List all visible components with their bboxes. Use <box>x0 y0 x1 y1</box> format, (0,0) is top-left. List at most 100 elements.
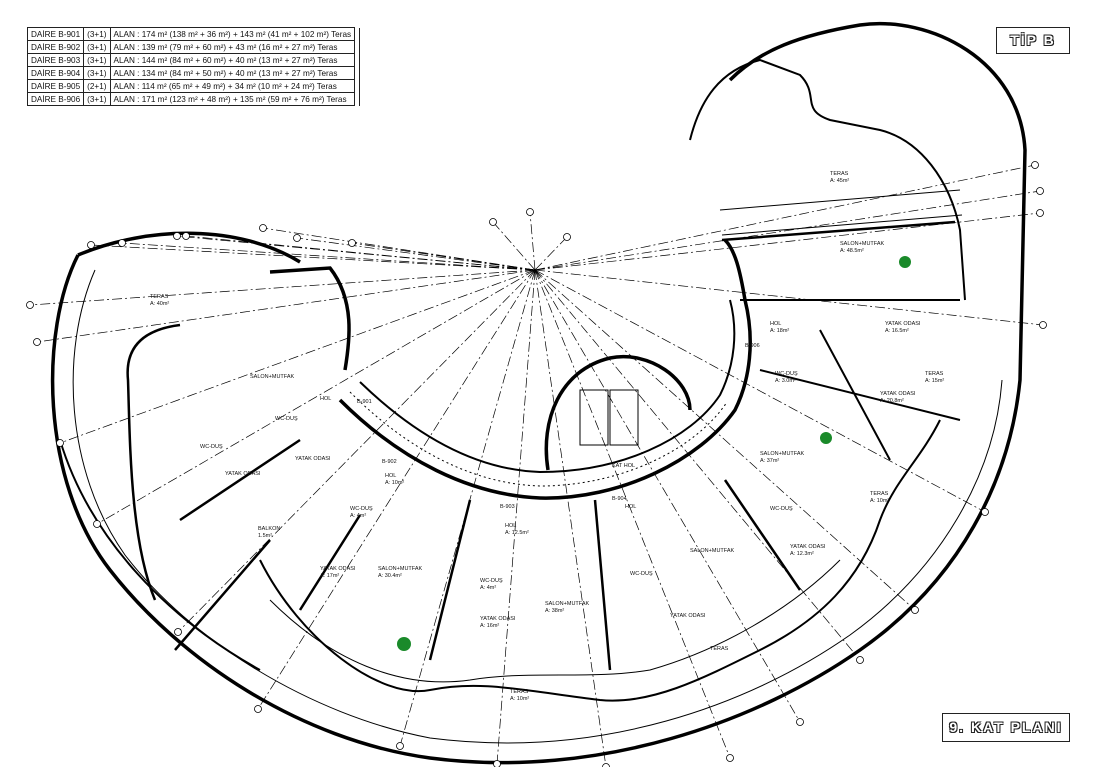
table-row: DAİRE B-906(3+1)ALAN : 171 m² (123 m² + … <box>26 92 361 106</box>
grid-axis <box>534 269 607 767</box>
room-label: WC-DUŞ <box>770 506 793 512</box>
type-cell: (2+1) <box>83 79 111 93</box>
grid-axis <box>534 164 1036 271</box>
grid-bubble <box>1036 187 1044 195</box>
room-name: YATAK ODASI <box>320 566 356 572</box>
grid-bubble <box>796 718 804 726</box>
room-name: B-902 <box>382 459 397 465</box>
room-name: HOL <box>320 396 331 402</box>
room-name: HOL <box>385 473 396 479</box>
room-name: WC-DUŞ <box>770 506 793 512</box>
room-label: HOL <box>320 396 331 402</box>
grid-axis <box>36 269 536 343</box>
grid-bubble <box>87 241 95 249</box>
room-area: A: 10m² <box>385 480 404 486</box>
building-walls <box>50 21 1027 765</box>
floor-plan-title: 9. KAT PLANI <box>942 713 1070 742</box>
grid-bubble <box>563 233 571 241</box>
room-area: A: 40m² <box>150 301 169 307</box>
room-name: TERAS <box>870 491 889 497</box>
room-area: A: 4m² <box>350 513 366 519</box>
grid-axis <box>534 236 568 271</box>
grid-bubble <box>726 754 734 762</box>
room-label: YATAK ODASI <box>295 456 331 462</box>
room-label: B-904 <box>612 496 627 502</box>
room-label: KAT HOL <box>612 463 635 469</box>
room-name: SALON+MUTFAK <box>760 451 804 457</box>
grid-axis <box>121 242 536 271</box>
type-label: TİP B <box>996 27 1070 54</box>
grid-bubble <box>493 760 501 767</box>
room-name: B-904 <box>612 496 627 502</box>
table-row: DAİRE B-905(2+1)ALAN : 114 m² (65 m² + 4… <box>26 79 361 93</box>
grid-axis <box>534 269 731 759</box>
grid-axis <box>496 269 536 765</box>
room-name: WC-DUŞ <box>480 578 503 584</box>
room-area: A: 16m² <box>480 623 499 629</box>
grid-bubble <box>26 301 34 309</box>
type-cell: (3+1) <box>83 53 111 67</box>
unit-cell: DAİRE B-906 <box>26 92 85 106</box>
grid-axis <box>257 269 536 710</box>
table-row: DAİRE B-904(3+1)ALAN : 134 m² (84 m² + 5… <box>26 66 361 80</box>
room-name: TERAS <box>925 371 944 377</box>
table-row: DAİRE B-901(3+1)ALAN : 174 m² (138 m² + … <box>26 27 361 41</box>
room-area: A: 45m² <box>830 178 849 184</box>
table-margin <box>354 66 361 80</box>
grid-bubble <box>1031 161 1039 169</box>
grid-bubble <box>33 338 41 346</box>
room-area: A: 15m² <box>925 378 944 384</box>
grid-axis <box>90 244 536 271</box>
area-cell: ALAN : 134 m² (84 m² + 50 m²) + 40 m² (1… <box>109 66 356 80</box>
room-name: TERAS <box>710 646 729 652</box>
grid-axis <box>59 269 536 444</box>
table-margin <box>354 79 361 93</box>
room-label: B-906 <box>745 343 760 349</box>
area-cell: ALAN : 174 m² (138 m² + 36 m²) + 143 m² … <box>109 27 356 41</box>
room-area: A: 12.5m² <box>505 530 529 536</box>
room-name: SALON+MUTFAK <box>250 374 294 380</box>
room-name: B-906 <box>745 343 760 349</box>
room-area: A: 12.3m² <box>790 551 814 557</box>
grid-bubble <box>396 742 404 750</box>
room-area: 1.5m² <box>258 533 272 539</box>
type-cell: (3+1) <box>83 92 111 106</box>
room-area: A: 30.4m² <box>378 573 402 579</box>
grid-axis <box>534 190 1041 271</box>
grid-bubble <box>526 208 534 216</box>
grid-bubble <box>1039 321 1047 329</box>
grid-bubble <box>348 239 356 247</box>
grid-bubble <box>173 232 181 240</box>
room-label: SALON+MUTFAK <box>690 548 734 554</box>
table-margin <box>354 92 361 106</box>
room-name: TERAS <box>510 689 529 695</box>
room-label: SALON+MUTFAK <box>250 374 294 380</box>
unit-cell: DAİRE B-901 <box>26 27 85 41</box>
room-name: TERAS <box>150 294 169 300</box>
room-name: YATAK ODASI <box>790 544 826 550</box>
room-name: TERAS <box>830 171 849 177</box>
room-name: YATAK ODASI <box>670 613 706 619</box>
grid-bubble <box>259 224 267 232</box>
room-name: SALON+MUTFAK <box>545 601 589 607</box>
grid-bubble <box>254 705 262 713</box>
room-name: WC-DUŞ <box>350 506 373 512</box>
grid-bubble <box>856 656 864 664</box>
type-cell: (3+1) <box>83 40 111 54</box>
room-label: B-902 <box>382 459 397 465</box>
type-cell: (3+1) <box>83 27 111 41</box>
grid-bubble <box>293 234 301 242</box>
unit-cell: DAİRE B-902 <box>26 40 85 54</box>
